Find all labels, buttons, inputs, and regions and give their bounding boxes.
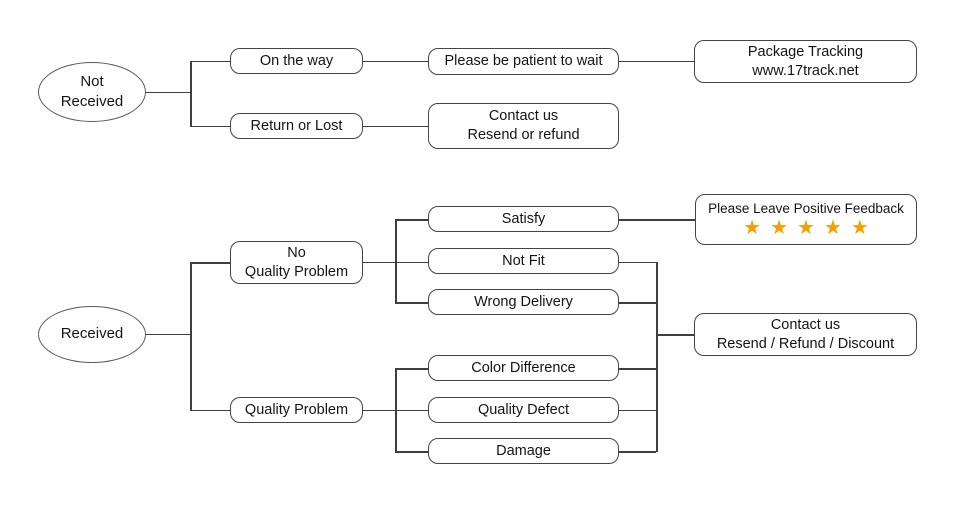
connector <box>619 261 656 263</box>
connector <box>619 60 694 62</box>
connector <box>190 262 230 264</box>
node-received: Received <box>38 306 146 363</box>
node-contact-resend-refund: Contact us Resend or refund <box>428 103 619 149</box>
positive-feedback-label: Please Leave Positive Feedback <box>708 201 904 217</box>
connector <box>395 451 428 453</box>
node-be-patient: Please be patient to wait <box>428 48 619 75</box>
node-satisfy: Satisfy <box>428 206 619 232</box>
connector <box>190 60 192 126</box>
connector <box>363 60 428 62</box>
node-quality-problem: Quality Problem <box>230 397 363 423</box>
connector <box>395 219 397 303</box>
connector <box>619 219 695 221</box>
node-contact-resend-refund-discount: Contact us Resend / Refund / Discount <box>694 313 917 356</box>
node-no-quality-problem: No Quality Problem <box>230 241 363 284</box>
connector <box>395 368 428 370</box>
node-not-fit: Not Fit <box>428 248 619 274</box>
node-positive-feedback: Please Leave Positive Feedback ★★★★★ <box>695 194 917 245</box>
connector <box>656 334 694 336</box>
node-return-or-lost: Return or Lost <box>230 113 363 139</box>
connector <box>190 409 230 411</box>
connector <box>395 368 397 451</box>
node-on-the-way: On the way <box>230 48 363 74</box>
connector <box>619 451 656 453</box>
connector <box>363 125 428 127</box>
connector <box>146 333 190 335</box>
five-star-rating-icon: ★★★★★ <box>743 214 878 239</box>
node-package-tracking: Package Tracking www.17track.net <box>694 40 917 83</box>
node-damage: Damage <box>428 438 619 464</box>
node-not-received: Not Received <box>38 62 146 122</box>
node-color-difference: Color Difference <box>428 355 619 381</box>
connector <box>146 91 190 93</box>
connector <box>190 262 192 410</box>
connector <box>619 368 656 370</box>
connector <box>190 125 230 127</box>
node-wrong-delivery: Wrong Delivery <box>428 289 619 315</box>
connector <box>190 60 230 62</box>
node-quality-defect: Quality Defect <box>428 397 619 423</box>
connector <box>395 302 428 304</box>
connector <box>619 302 656 304</box>
connector <box>395 219 428 221</box>
connector <box>656 261 658 452</box>
connector <box>619 409 656 411</box>
